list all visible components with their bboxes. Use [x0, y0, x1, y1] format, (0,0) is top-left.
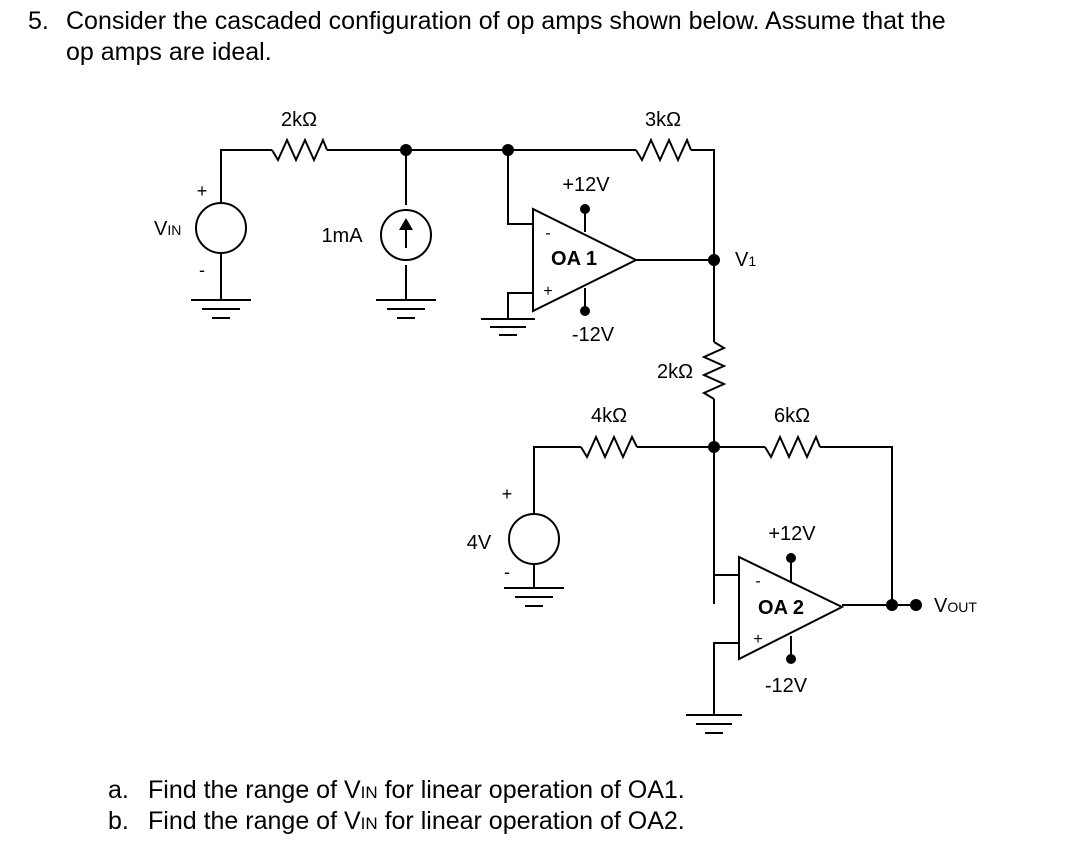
source-4v-plus-sign: + [502, 484, 513, 504]
question-a-text-before: Find the range of V [148, 776, 361, 804]
question-a-letter: a. [108, 776, 129, 804]
ground-oa1-icon [481, 318, 535, 336]
current-source-1ma: 1mA [321, 209, 432, 261]
wire-oa2-noninverting [713, 642, 739, 715]
resistor-6k-label: 6kΩ [774, 405, 810, 427]
vin-minus-sign: - [199, 260, 205, 280]
wire-oa1-noninverting [507, 292, 533, 319]
wire-oa1-inverting [507, 150, 533, 225]
ground-current-source-icon [376, 299, 436, 319]
junction-oa2-output [886, 599, 898, 611]
junction-oa2-inverting [708, 441, 720, 453]
v1-node: V1 [708, 249, 756, 271]
wires [220, 149, 916, 715]
problem-number: 5. [28, 7, 49, 35]
problem-text-line-1: Consider the cascaded configuration of o… [66, 7, 946, 35]
problem-text-line-2: op amps are ideal. [66, 38, 272, 66]
oa1-inverting-sign: - [545, 225, 550, 242]
ground-4v-icon [504, 587, 564, 607]
resistor-6k-feedback: 6kΩ [764, 405, 821, 460]
oa1-supply-pos-label: +12V [562, 174, 610, 196]
oa2-supply-neg-terminal [786, 654, 796, 664]
ground-oa2-icon [686, 714, 742, 734]
resistor-4k-label: 4kΩ [591, 405, 627, 427]
resistor-2k-series: 2kΩ [657, 341, 727, 400]
oa2-supply-neg-label: -12V [765, 675, 808, 697]
vout-node: VOUT [910, 595, 977, 617]
oa2-noninverting-sign: + [753, 631, 762, 648]
oa1-supply-pos-terminal [580, 204, 590, 214]
current-source-label: 1mA [321, 225, 363, 247]
source-4v-minus-sign: - [504, 562, 510, 582]
junction-dots [400, 144, 898, 611]
question-a-text-after: for linear operation of OA1. [377, 776, 685, 804]
resistor-3k-feedback: 3kΩ [635, 109, 692, 163]
junction-oa1-inverting [502, 144, 514, 156]
resistor-3k-label: 3kΩ [645, 109, 681, 131]
question-b-text-before: Find the range of V [148, 807, 361, 835]
question-b-text-after: for linear operation of OA2. [377, 807, 685, 835]
vout-label: VOUT [934, 595, 977, 617]
resistor-2k-input: 2kΩ [271, 109, 328, 163]
vin-label: VIN [154, 218, 181, 240]
vin-voltage-source: + - VIN [154, 181, 247, 280]
junction-current-source [400, 144, 412, 156]
question-b-subscript: IN [360, 814, 378, 833]
oa2-supply-pos-label: +12V [768, 523, 816, 545]
question-b: b. Find the range of VIN for linear opera… [108, 806, 685, 839]
resistor-2k-input-label: 2kΩ [281, 109, 317, 131]
question-a: a. Find the range of VIN for linear opera… [108, 775, 685, 808]
oa1-label: OA 1 [551, 248, 597, 270]
wire-6k-feedback [714, 446, 893, 605]
resistor-4k: 4kΩ [580, 405, 638, 460]
resistor-2k-series-label: 2kΩ [657, 361, 693, 383]
oa2-supply-pos-terminal [786, 553, 796, 563]
op-amp-oa2: OA 2 - + +12V -12V [738, 523, 845, 697]
vin-plus-sign: + [197, 181, 208, 201]
wire-top-rail [220, 149, 715, 258]
v1-label: V1 [735, 249, 756, 271]
oa1-noninverting-sign: + [543, 283, 552, 300]
oa1-supply-neg-label: -12V [572, 324, 615, 346]
question-a-subscript: IN [360, 783, 378, 802]
wire-4k-branch [533, 446, 714, 514]
oa2-label: OA 2 [758, 597, 804, 619]
oa1-supply-neg-terminal [580, 306, 590, 316]
arrow-up-icon [399, 218, 413, 248]
voltage-source-4v: + - 4V [467, 484, 560, 582]
ground-vin-icon [191, 299, 251, 319]
op-amp-oa1: OA 1 - + +12V -12V [532, 174, 639, 346]
question-b-letter: b. [108, 807, 129, 835]
source-4v-label: 4V [467, 532, 492, 554]
oa2-inverting-sign: - [755, 573, 760, 590]
